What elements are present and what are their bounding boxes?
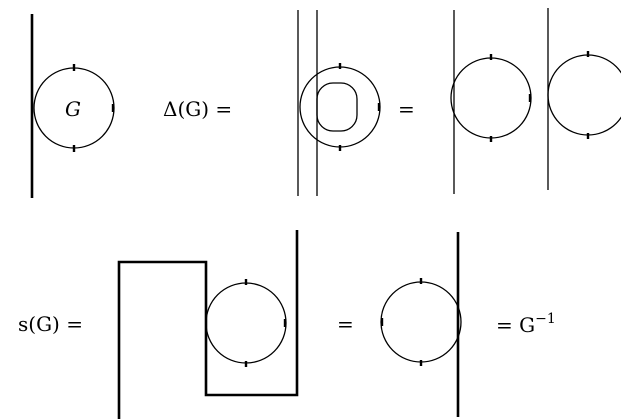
label-g-inverse: = G−1	[496, 311, 556, 337]
panel-g: G	[30, 14, 115, 198]
circle-right	[547, 54, 621, 136]
inner-loop	[316, 82, 358, 132]
panel-split	[450, 8, 621, 194]
panel-result	[380, 232, 462, 417]
label-equals-2: =	[337, 312, 354, 336]
circle-left	[450, 57, 532, 139]
g-inverse-exponent: −1	[535, 311, 556, 327]
zigzag-strand	[117, 230, 299, 419]
label-equals-1: =	[398, 97, 415, 121]
circle	[205, 282, 287, 364]
outer-circle	[299, 66, 381, 148]
panel-s	[117, 230, 299, 419]
panel-delta	[297, 10, 381, 196]
g-inverse-base: = G	[496, 313, 535, 337]
circle	[380, 281, 462, 363]
label-delta: Δ(G) =	[163, 97, 232, 121]
label-g: G	[65, 97, 81, 121]
label-s: s(G) =	[18, 312, 83, 336]
